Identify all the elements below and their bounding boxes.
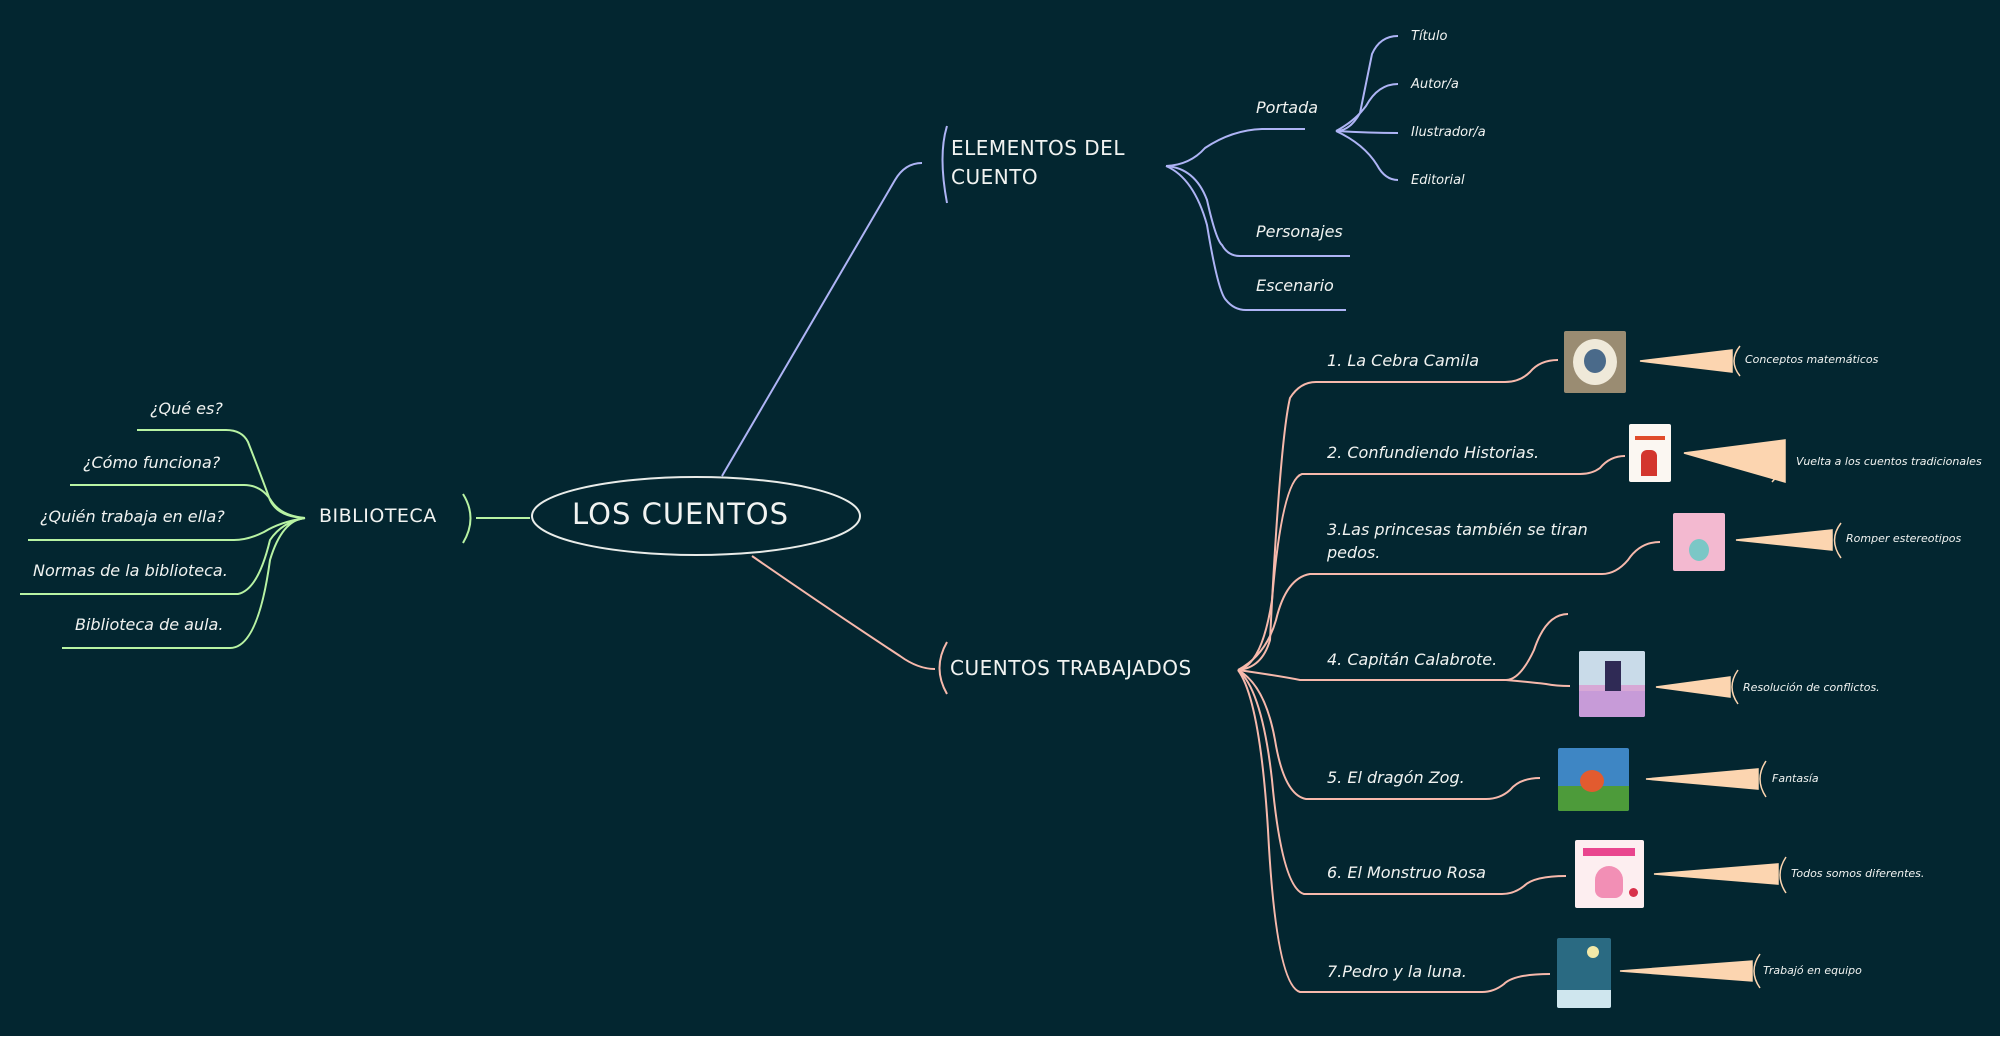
- central-topic[interactable]: LOS CUENTOS: [572, 497, 790, 531]
- story-5-title[interactable]: 5. El dragón Zog.: [1327, 768, 1465, 787]
- escenario-topic[interactable]: Escenario: [1256, 276, 1334, 295]
- biblioteca-topic[interactable]: BIBLIOTECA: [319, 505, 437, 527]
- portada-editorial[interactable]: Editorial: [1411, 173, 1465, 188]
- story-3-note[interactable]: Romper estereotipos: [1846, 532, 1962, 545]
- central-node-border: [531, 476, 861, 556]
- story-2-note[interactable]: Vuelta a los cuentos tradicionales: [1796, 455, 1982, 468]
- story-1-note[interactable]: Conceptos matemáticos: [1745, 353, 1879, 366]
- book-cover-dragon-zog[interactable]: [1558, 748, 1629, 811]
- biblioteca-normas[interactable]: Normas de la biblioteca.: [33, 561, 228, 580]
- story-1-title[interactable]: 1. La Cebra Camila: [1327, 351, 1480, 370]
- biblioteca-como-funciona[interactable]: ¿Cómo funciona?: [83, 453, 221, 472]
- biblioteca-connectors: [20, 429, 530, 649]
- cuentos-topic[interactable]: CUENTOS TRABAJADOS: [950, 656, 1192, 680]
- personajes-topic[interactable]: Personajes: [1256, 222, 1343, 241]
- book-cover-confundiendo-historias[interactable]: [1629, 424, 1671, 482]
- book-cover-cebra-camila[interactable]: [1564, 331, 1626, 393]
- book-cover-monstruo-rosa[interactable]: [1575, 840, 1644, 908]
- story-5-note[interactable]: Fantasía: [1772, 772, 1819, 785]
- elementos-connectors: [721, 35, 1399, 477]
- portada-autor[interactable]: Autor/a: [1411, 77, 1459, 92]
- biblioteca-de-aula[interactable]: Biblioteca de aula.: [75, 615, 224, 634]
- story-3-title-line1[interactable]: 3.Las princesas también se tiran: [1327, 520, 1588, 539]
- story-4-title[interactable]: 4. Capitán Calabrote.: [1327, 650, 1498, 669]
- book-cover-princesas[interactable]: [1673, 513, 1725, 571]
- cuentos-connectors: [751, 359, 1661, 993]
- story-7-title[interactable]: 7.Pedro y la luna.: [1327, 962, 1467, 981]
- story-2-title[interactable]: 2. Confundiendo Historias.: [1327, 443, 1540, 462]
- portada-ilustrador[interactable]: Ilustrador/a: [1411, 125, 1486, 140]
- elementos-topic-line1[interactable]: ELEMENTOS DEL: [951, 136, 1125, 160]
- book-cover-capitan-calabrote[interactable]: [1579, 651, 1645, 717]
- story-4-note[interactable]: Resolución de conflictos.: [1743, 681, 1880, 694]
- story-6-title[interactable]: 6. El Monstruo Rosa: [1327, 863, 1486, 882]
- elementos-topic-line2[interactable]: CUENTO: [951, 165, 1039, 189]
- story-6-note[interactable]: Todos somos diferentes.: [1791, 867, 1925, 880]
- note-connectors: [1619, 345, 1842, 989]
- portada-topic[interactable]: Portada: [1256, 98, 1319, 117]
- book-cover-pedro-luna[interactable]: [1557, 938, 1611, 1008]
- portada-titulo[interactable]: Título: [1411, 29, 1448, 44]
- biblioteca-quien-trabaja[interactable]: ¿Quién trabaja en ella?: [40, 507, 225, 526]
- biblioteca-que-es[interactable]: ¿Qué es?: [150, 399, 223, 418]
- story-7-note[interactable]: Trabajó en equipo: [1763, 964, 1862, 977]
- story-3-title-line2[interactable]: pedos.: [1327, 543, 1381, 562]
